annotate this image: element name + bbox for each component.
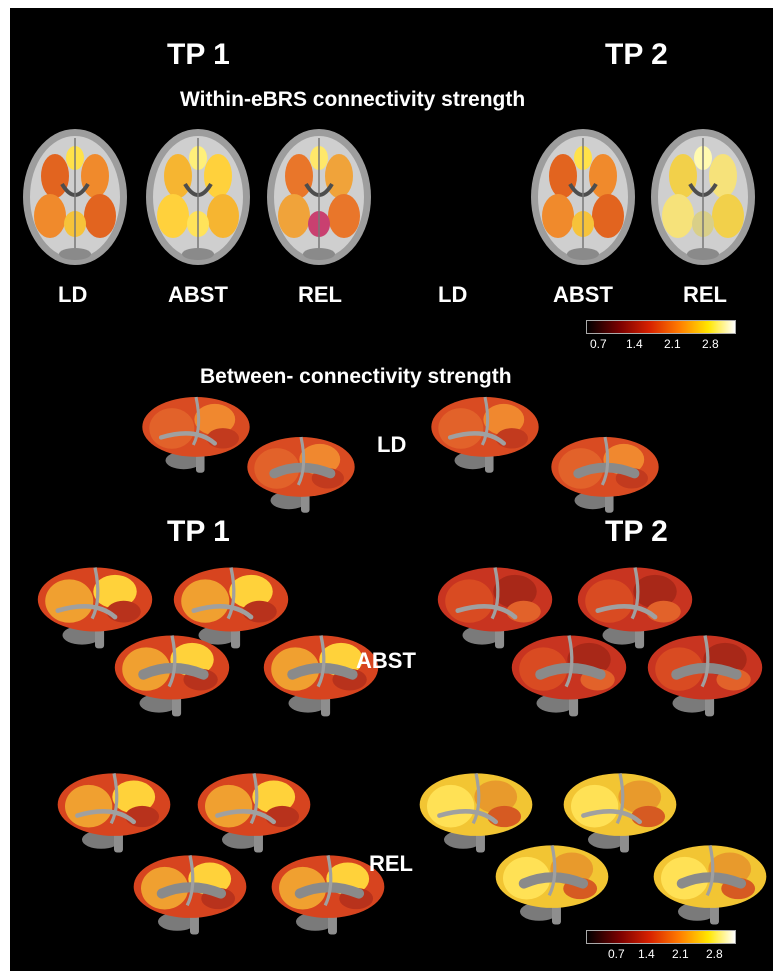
brain-abst-tp2-lateral-left bbox=[437, 567, 553, 649]
brain-rel-tp1-lateral-right bbox=[197, 773, 311, 853]
axial-slice-tp2-abst bbox=[531, 129, 635, 265]
colorbar-tick: 2.1 bbox=[664, 337, 681, 351]
brain-ld-tp1-medial bbox=[247, 436, 355, 513]
within-section-title: Within-eBRS connectivity strength bbox=[180, 88, 526, 111]
axial-label-tp1-rel: REL bbox=[298, 282, 342, 307]
group-label-abst: ABST bbox=[356, 648, 416, 673]
axial-label-tp2-rel: REL bbox=[683, 282, 727, 307]
axial-slice-tp1-abst bbox=[146, 129, 250, 265]
brain-abst-tp1-lateral-left bbox=[37, 567, 153, 649]
group-label-rel: REL bbox=[369, 851, 413, 876]
axial-slice-tp2-rel bbox=[651, 129, 755, 265]
brain-ld-tp2-medial bbox=[551, 436, 659, 513]
axial-label-tp2-ld: LD bbox=[438, 282, 468, 307]
tp2-header-top: TP 2 bbox=[605, 38, 668, 71]
brain-ld-tp2-lateral bbox=[431, 396, 539, 473]
axial-label-tp1-ld: LD bbox=[58, 282, 88, 307]
axial-slice-tp1-ld bbox=[23, 129, 127, 265]
colorbar-tick: 2.8 bbox=[706, 947, 723, 961]
colorbar-tick: 0.7 bbox=[608, 947, 625, 961]
colorbar-tick: 2.8 bbox=[702, 337, 719, 351]
axial-label-tp1-abst: ABST bbox=[168, 282, 228, 307]
brain-rel-tp1-lateral-left bbox=[57, 773, 171, 853]
tp1-header-top: TP 1 bbox=[167, 38, 230, 71]
brain-rel-tp1-medial-left bbox=[133, 855, 247, 935]
brain-abst-tp2-medial-left bbox=[511, 635, 627, 717]
colorbar-bottom: 0.7 1.4 2.1 2.8 bbox=[586, 930, 756, 964]
axial-slice-tp1-rel bbox=[267, 129, 371, 265]
brain-rel-tp2-medial-left bbox=[495, 845, 609, 925]
brain-rel-tp2-medial-right bbox=[653, 845, 767, 925]
brain-abst-tp1-medial-left bbox=[114, 635, 230, 717]
figure-panel: TP 1 TP 2 Within-eBRS connectivity stren… bbox=[10, 8, 773, 971]
colorbar-tick: 1.4 bbox=[638, 947, 655, 961]
tp1-header-mid: TP 1 bbox=[167, 515, 230, 548]
colorbar-gradient bbox=[586, 930, 736, 944]
brain-rel-tp2-lateral-right bbox=[563, 773, 677, 853]
colorbar-tick: 0.7 bbox=[590, 337, 607, 351]
brain-ld-tp1-lateral bbox=[142, 396, 250, 473]
brain-abst-tp2-lateral-right bbox=[577, 567, 693, 649]
colorbar-top: 0.7 1.4 2.1 2.8 bbox=[586, 320, 756, 354]
brain-rel-tp1-medial-right bbox=[271, 855, 385, 935]
colorbar-tick: 1.4 bbox=[626, 337, 643, 351]
axial-label-tp2-abst: ABST bbox=[553, 282, 613, 307]
brain-rel-tp2-lateral-left bbox=[419, 773, 533, 853]
colorbar-gradient bbox=[586, 320, 736, 334]
colorbar-tick: 2.1 bbox=[672, 947, 689, 961]
tp2-header-mid: TP 2 bbox=[605, 515, 668, 548]
brain-abst-tp2-medial-right bbox=[647, 635, 763, 717]
brain-abst-tp1-medial-right bbox=[263, 635, 379, 717]
between-section-title: Between- connectivity strength bbox=[200, 365, 512, 388]
group-label-ld: LD bbox=[377, 432, 407, 457]
brain-abst-tp1-lateral-right bbox=[173, 567, 289, 649]
